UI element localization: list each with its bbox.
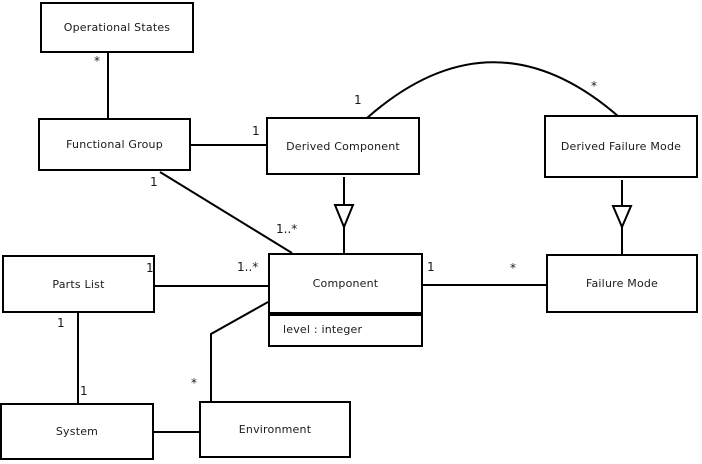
class-name-component: Component [312, 277, 379, 290]
class-name-parts-list: Parts List [52, 277, 105, 291]
generalization-triangle-icon [333, 204, 355, 230]
class-box-environment[interactable]: Environment [199, 401, 351, 458]
class-box-functional-group[interactable]: Functional Group [38, 118, 191, 171]
class-name-environment: Environment [238, 423, 312, 436]
class-box-derived-component[interactable]: Derived Component [266, 117, 420, 175]
edge-functional-group-component [159, 171, 293, 254]
multiplicity-label: 1..* [276, 222, 298, 236]
multiplicity-label: 1..* [237, 260, 259, 274]
multiplicity-label: * [510, 261, 516, 275]
multiplicity-label: * [191, 376, 197, 390]
multiplicity-label: 1 [57, 316, 65, 330]
class-box-operational-states[interactable]: Operational States [40, 2, 194, 53]
class-name-operational-states: Operational States [63, 21, 171, 34]
class-name-system: System [55, 425, 99, 438]
class-name-derived-failure-mode: Derived Failure Mode [560, 140, 682, 153]
edge-arc-derived-component-derived-failure-mode [366, 61, 620, 119]
class-box-failure-mode[interactable]: Failure Mode [546, 254, 698, 313]
attribute-level-integer: level : integer [283, 323, 363, 336]
multiplicity-label: 1 [150, 175, 158, 189]
class-box-parts-list[interactable]: Parts List [2, 255, 155, 313]
class-name-failure-mode: Failure Mode [585, 277, 659, 290]
class-box-system[interactable]: System [0, 403, 154, 460]
multiplicity-label: 1 [354, 93, 362, 107]
class-box-component[interactable]: Component level : integer [268, 253, 423, 347]
class-title-compartment: Component [270, 255, 421, 314]
multiplicity-label: * [94, 54, 100, 68]
multiplicity-label: 1 [427, 260, 435, 274]
edge-environment-component [210, 301, 269, 401]
class-name-derived-component: Derived Component [286, 139, 400, 153]
multiplicity-label: 1 [80, 384, 88, 398]
multiplicity-label: 1 [146, 261, 154, 275]
multiplicity-label: 1 [252, 124, 260, 138]
class-box-derived-failure-mode[interactable]: Derived Failure Mode [544, 115, 698, 178]
generalization-triangle-icon [611, 205, 633, 230]
class-attribute-compartment: level : integer [270, 314, 421, 343]
multiplicity-label: * [591, 79, 597, 93]
class-name-functional-group: Functional Group [66, 138, 163, 151]
